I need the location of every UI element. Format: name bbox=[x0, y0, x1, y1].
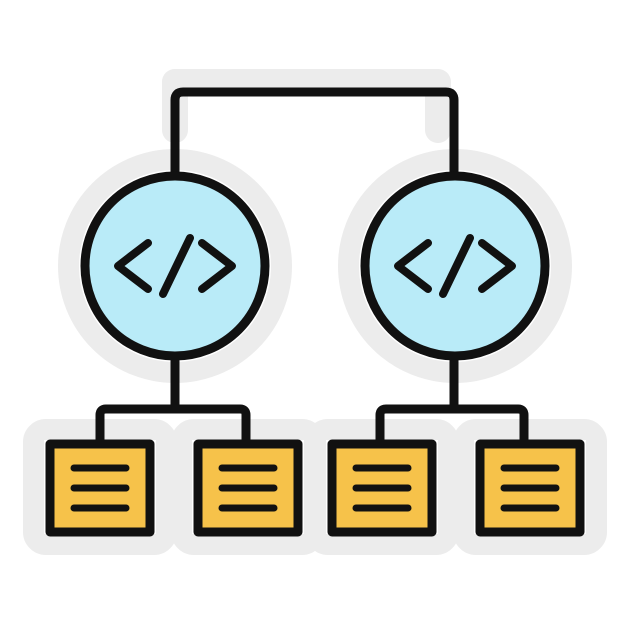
connector-lines bbox=[95, 87, 529, 445]
code-circle-right bbox=[360, 171, 550, 361]
right-branch-connector bbox=[375, 353, 529, 445]
doc-box-3 bbox=[327, 439, 437, 537]
left-branch-connector bbox=[95, 353, 251, 445]
lines-icon bbox=[70, 464, 130, 512]
lines-icon bbox=[500, 464, 560, 512]
lines-icon bbox=[218, 464, 278, 512]
doc-box-2 bbox=[193, 439, 303, 537]
code-circle-left bbox=[80, 171, 270, 361]
code-brackets-icon bbox=[114, 234, 236, 298]
lines-icon bbox=[352, 464, 412, 512]
code-brackets-icon bbox=[394, 234, 516, 298]
doc-box-4 bbox=[475, 439, 585, 537]
doc-box-1 bbox=[45, 439, 155, 537]
top-connector bbox=[170, 87, 459, 181]
